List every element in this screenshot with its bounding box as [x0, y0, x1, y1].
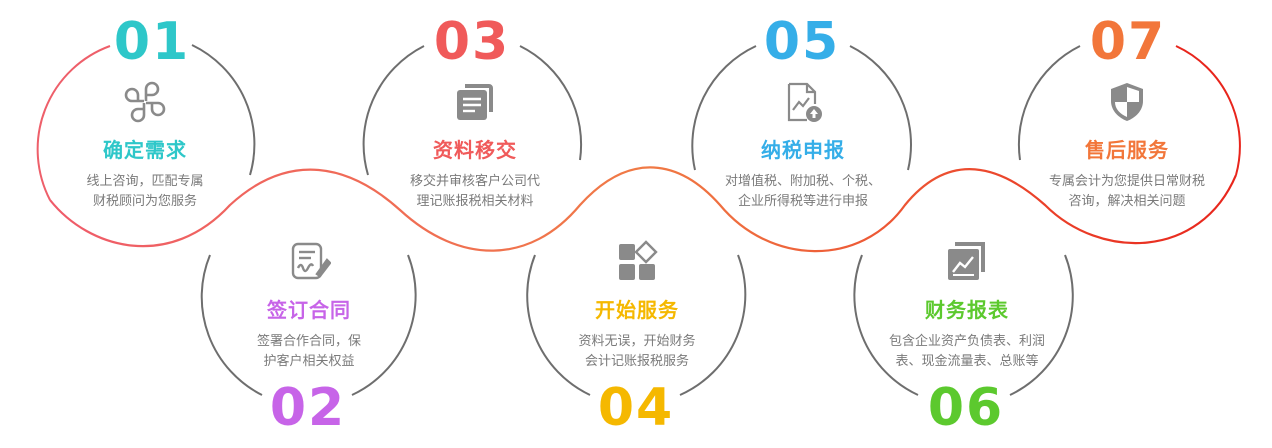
step-description: 对增值税、附加税、个税、企业所得税等进行申报 [724, 173, 881, 208]
circle-6-right-arc [1009, 254, 1074, 396]
step-title: 售后服务 [1085, 140, 1169, 162]
step-title: 签订合同 [267, 300, 351, 322]
grid-apps-icon [619, 240, 658, 280]
step-number: 07 [1089, 12, 1167, 72]
step-6: 财务报表 包含企业资产负债表、利润表、现金流量表、总账等 [872, 240, 1062, 371]
circle-3-left-arc [362, 45, 425, 176]
step-title: 确定需求 [103, 140, 187, 162]
step-1: 确定需求 线上咨询，匹配专属财税顾问为您服务 [50, 80, 240, 211]
step-5: 纳税申报 对增值税、附加税、个税、企业所得税等进行申报 [708, 80, 898, 211]
step-7: 售后服务 专属会计为您提供日常财税咨询，解决相关问题 [1032, 80, 1222, 211]
circle-7-arc [1175, 45, 1241, 176]
circle-2-right-arc [351, 254, 417, 396]
step-number: 01 [113, 12, 191, 72]
step-description: 移交并审核客户公司代理记账报税相关材料 [409, 173, 540, 208]
circle-7-left-arc [1017, 45, 1081, 161]
wave-connector [49, 166, 1238, 253]
step-title: 资料移交 [433, 140, 517, 162]
clover-icon [124, 81, 166, 123]
step-description: 线上咨询，匹配专属财税顾问为您服务 [86, 173, 204, 208]
step-number: 02 [269, 378, 347, 438]
step-description: 资料无误，开始财务会计记账报税服务 [578, 333, 696, 368]
documents-icon [457, 84, 493, 120]
step-number: 05 [763, 12, 841, 72]
step-title: 纳税申报 [761, 140, 845, 162]
circle-1-left-arc [36, 45, 111, 201]
circle-4-right-arc [679, 254, 747, 396]
step-number: 03 [433, 12, 511, 72]
step-3: 资料移交 移交并审核客户公司代理记账报税相关材料 [380, 80, 570, 211]
circle-5-left-arc [691, 45, 757, 171]
step-description: 专属会计为您提供日常财税咨询，解决相关问题 [1048, 173, 1205, 208]
circle-3-arc [519, 45, 583, 161]
contract-sign-icon [291, 242, 331, 280]
circle-2-arc [200, 254, 263, 396]
circle-5-arc [849, 45, 912, 171]
circle-6-arc [853, 254, 919, 396]
report-chart-icon [948, 242, 985, 280]
step-description: 包含企业资产负债表、利润表、现金流量表、总账等 [888, 333, 1045, 368]
step-title: 财务报表 [925, 300, 1009, 322]
step-number: 06 [927, 378, 1005, 438]
step-4: 开始服务 资料无误，开始财务会计记账报税服务 [542, 240, 732, 371]
step-description: 签署合作合同，保护客户相关权益 [256, 333, 361, 368]
step-number: 04 [597, 378, 675, 438]
circle-4-arc [526, 254, 591, 396]
circle-1-arc [191, 44, 256, 176]
step-title: 开始服务 [595, 300, 679, 322]
shield-icon [1111, 83, 1143, 121]
step-2: 签订合同 签署合作合同，保护客户相关权益 [214, 240, 404, 371]
tax-file-upload-icon [787, 82, 822, 122]
